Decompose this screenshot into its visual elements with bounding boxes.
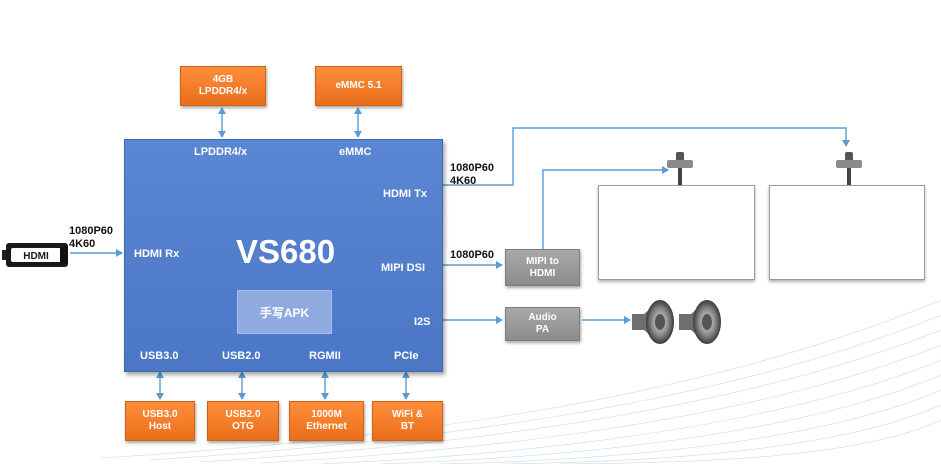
hdmi-tx-resolution-label: 1080P60 4K60	[450, 162, 495, 187]
ethernet-box: 1000M Ethernet	[289, 401, 364, 441]
svg-text:HDMI: HDMI	[23, 251, 49, 262]
mipi-to-hdmi-box: MIPI to HDMI	[505, 249, 580, 286]
usb2-port-label: USB2.0	[222, 350, 261, 362]
hdmi-tx-link	[441, 127, 850, 186]
mipi-hdmi-to-display-link	[542, 166, 669, 249]
wifi-bt-box: WiFi & BT	[372, 401, 443, 441]
speaker-icon	[679, 300, 721, 344]
lpddr-memory-box: 4GB LPDDR4/x	[180, 66, 266, 106]
usb3-port-label: USB3.0	[140, 350, 179, 362]
camera-icon	[836, 152, 862, 186]
rgmii-port-label: RGMII	[309, 350, 341, 362]
i2s-port-label: I2S	[414, 316, 431, 328]
hdmi-rx-port-label: HDMI Rx	[134, 248, 180, 260]
chip-title: VS680	[236, 233, 336, 270]
interactive-flat-panel-icon	[769, 185, 925, 280]
speaker-icon	[632, 300, 674, 344]
emmc-storage-box: eMMC 5.1	[315, 66, 402, 106]
emmc-port-label: eMMC	[339, 146, 372, 158]
mipi-dsi-port-label: MIPI DSI	[381, 262, 426, 274]
usb2-otg-box: USB2.0 OTG	[207, 401, 279, 441]
hdmi-connector-icon: HDMI	[2, 243, 68, 267]
handwriting-apk-block: 手写APK	[237, 290, 332, 334]
lpddr-port-label: LPDDR4/x	[194, 146, 248, 158]
mipi-resolution-label: 1080P60	[450, 249, 495, 261]
audio-pa-box: Audio PA	[505, 307, 580, 341]
pcie-port-label: PCIe	[394, 350, 419, 362]
hdmi-rx-resolution-label: 1080P60 4K60	[69, 225, 114, 250]
hdmi-tx-port-label: HDMI Tx	[383, 188, 427, 200]
camera-icon	[667, 152, 693, 186]
usb3-host-box: USB3.0 Host	[125, 401, 195, 441]
interactive-flat-panel-icon	[598, 185, 755, 280]
